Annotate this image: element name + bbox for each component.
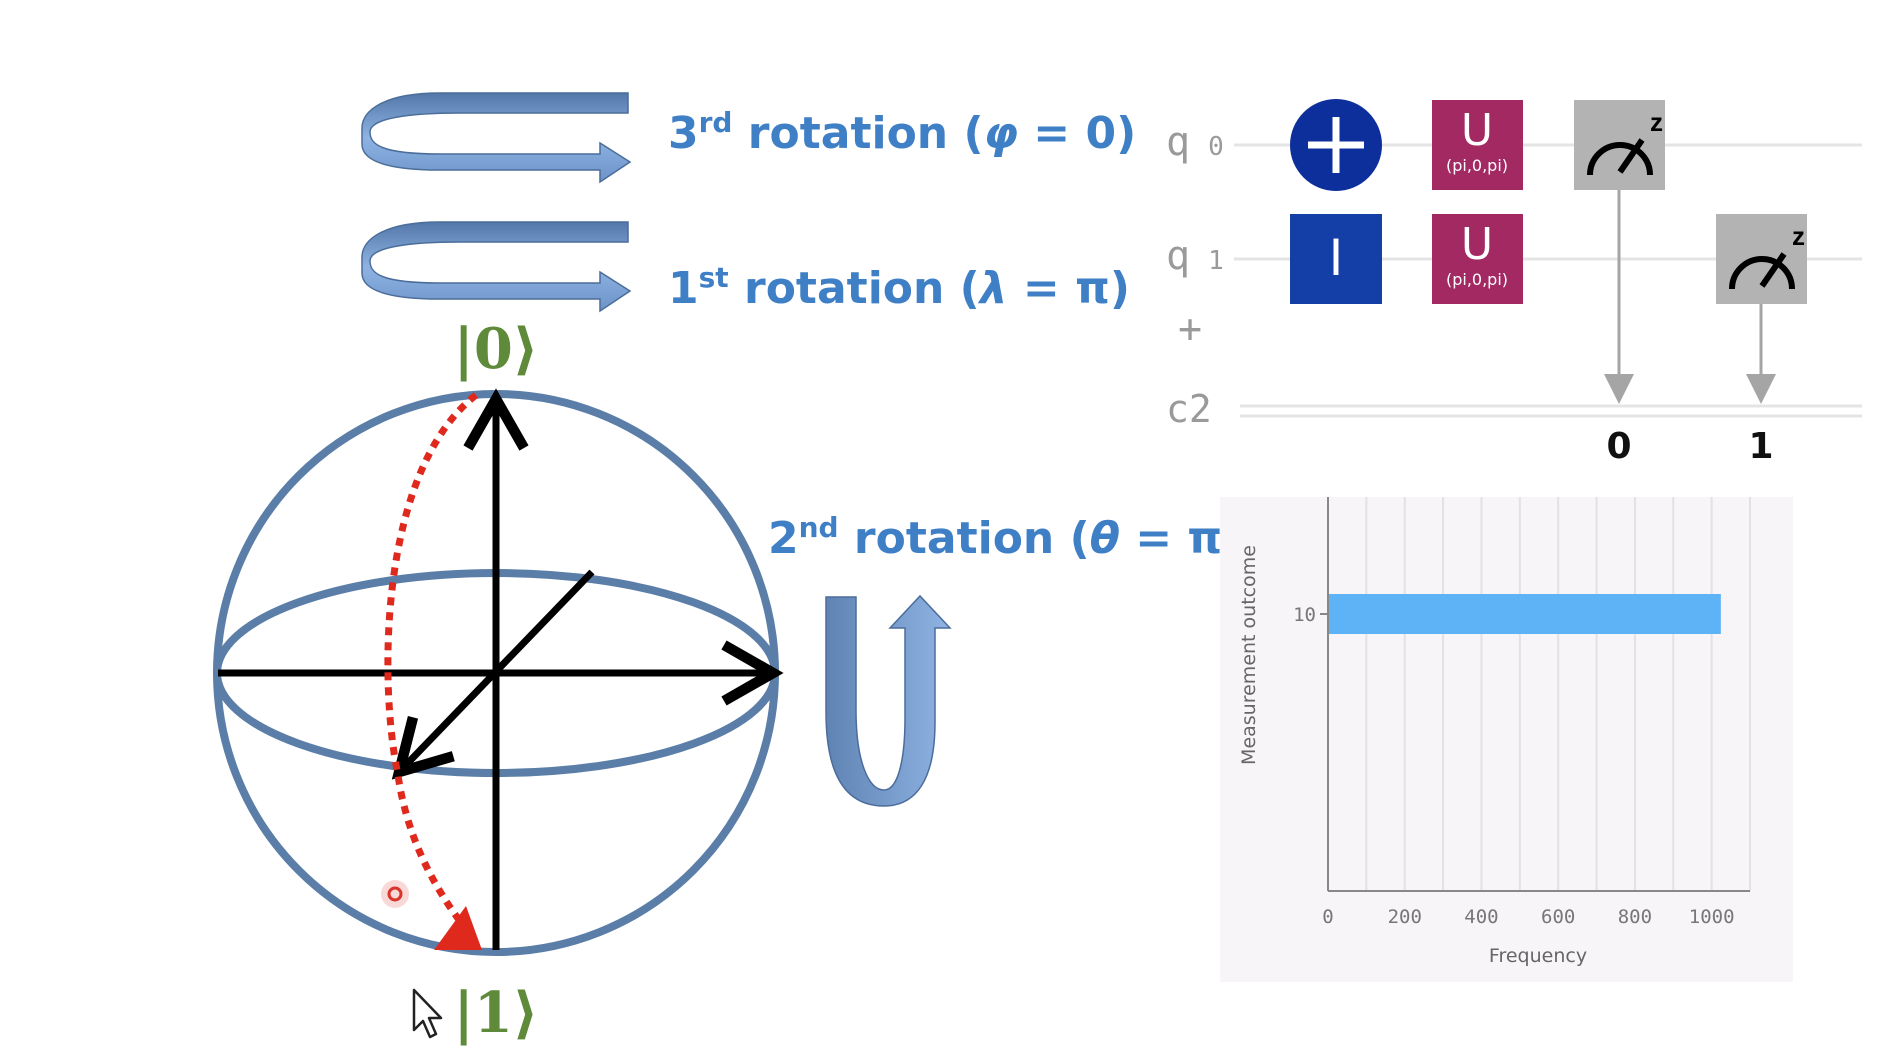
first-rotation-label: 1st rotation (λ = π): [668, 261, 1130, 314]
x-tick-label: 0: [1322, 906, 1333, 928]
measure-basis-label-q1: z: [1792, 221, 1805, 251]
u-gate-q1-params: (pi,0,pi): [1446, 270, 1508, 289]
measure-basis-label-q0: z: [1650, 107, 1663, 137]
second-rotation-arrow-icon: [825, 594, 952, 807]
classical-register-label: c2: [1166, 387, 1212, 431]
chart-bars: [1328, 594, 1721, 634]
rotation-path: [384, 392, 479, 931]
histogram-chart: 0 200 400 600 800 1000 10 Frequency Measureme…: [1220, 497, 1793, 982]
ket-one-label: |1⟩: [454, 980, 539, 1046]
u-gate-q1[interactable]: U (pi,0,pi): [1432, 214, 1523, 304]
x-axis: [391, 569, 595, 780]
first-rotation-arrow-icon: [361, 221, 632, 313]
x-axis-title: Frequency: [1489, 945, 1587, 967]
y-tick-label: 10: [1293, 604, 1316, 626]
meter-icon: [1729, 256, 1795, 290]
identity-gate[interactable]: I: [1290, 214, 1382, 304]
u-gate-q1-label: U: [1461, 219, 1493, 270]
y-tick-labels: 10: [1293, 604, 1328, 626]
cursor-click-indicator-icon: [381, 880, 409, 908]
third-rotation-label: 3rd rotation (φ = 0): [668, 106, 1136, 159]
x-tick-label: 200: [1388, 906, 1422, 928]
second-rotation-label: 2nd rotation (θ = π): [768, 511, 1242, 564]
meter-icon: [1587, 142, 1653, 176]
chart-background: [1220, 497, 1793, 982]
u-gate-q0-params: (pi,0,pi): [1446, 156, 1508, 175]
x-tick-label: 600: [1541, 906, 1575, 928]
u-gate-q0-label: U: [1461, 105, 1493, 156]
bar-10[interactable]: [1328, 594, 1721, 634]
u-gate-q0[interactable]: U (pi,0,pi): [1432, 100, 1523, 190]
classical-bit-label-0: 0: [1606, 426, 1631, 467]
classical-bit-label-1: 1: [1748, 426, 1773, 467]
mouse-pointer-icon: [412, 988, 443, 1039]
measure-gate-q1[interactable]: z: [1716, 214, 1807, 304]
rotation-path-arrowhead-icon: [434, 906, 482, 950]
x-tick-label: 800: [1618, 906, 1652, 928]
bloch-sphere: [213, 388, 784, 956]
x-tick-label: 1000: [1689, 906, 1735, 928]
third-rotation-arrow-icon: [361, 92, 632, 184]
expand-registers-icon[interactable]: +: [1178, 306, 1202, 352]
y-axis-title: Measurement outcome: [1238, 545, 1260, 765]
identity-gate-label: I: [1329, 229, 1344, 287]
measure-gate-q0[interactable]: z: [1574, 100, 1665, 190]
x-tick-labels: 0 200 400 600 800 1000: [1322, 906, 1734, 928]
ket-zero-label: |0⟩: [454, 316, 539, 382]
x-tick-label: 400: [1464, 906, 1498, 928]
x-gate[interactable]: [1290, 99, 1382, 191]
chart-grid: [1365, 497, 1751, 891]
